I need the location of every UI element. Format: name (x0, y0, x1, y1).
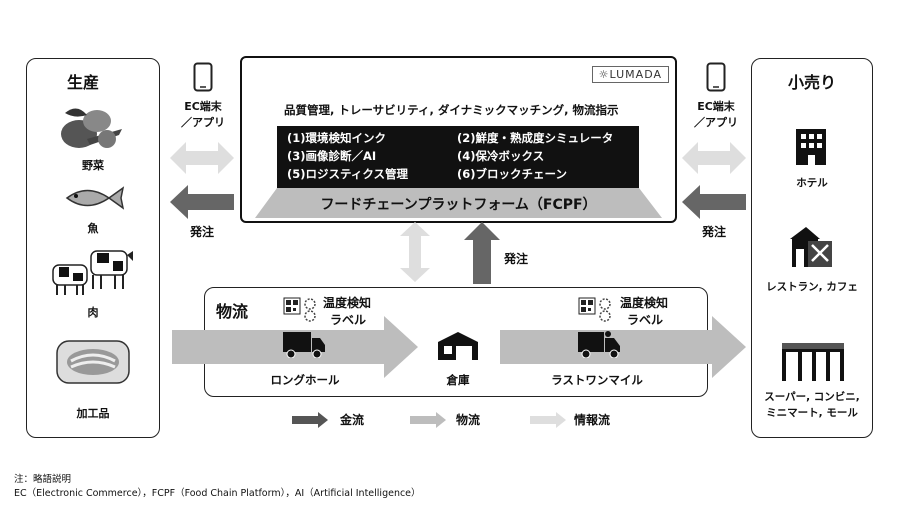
platform-box: ☼LUMADA 品質管理, トレーサビリティ, ダイナミックマッチング, 物流指… (240, 56, 677, 223)
money-flow-arrow-right (682, 184, 746, 220)
logistics-title: 物流 (216, 302, 249, 321)
platform-feature-panel: (1)環境検知インク (2)鮮度・熟成度シミュレータ (3)画像診断／AI (4… (277, 126, 639, 188)
platform-subtitle: 品質管理, トレーサビリティ, ダイナミックマッチング, 物流指示 (284, 103, 619, 117)
info-flow-arrow-left (170, 140, 234, 176)
ec-terminal-label-right-1: EC端末 (697, 100, 735, 113)
sensor-label-right-1: 温度検知 (620, 296, 669, 310)
fish-icon (63, 183, 125, 213)
feature-item: (4)保冷ボックス (457, 149, 545, 163)
sun-icon: ☼ (598, 68, 610, 81)
ec-terminal-label-right-2: ／アプリ (694, 116, 738, 129)
producer-title: 生産 (67, 73, 100, 92)
lumada-logo-text: LUMADA (609, 68, 662, 81)
legend-goods-arrow (410, 412, 446, 428)
goods-flow-arrow-right (500, 316, 746, 378)
producer-item-meat: 肉 (87, 306, 99, 319)
footnote-text: EC（Electronic Commerce），FCPF（Food Chain … (14, 488, 421, 499)
delivery-van-icon (578, 330, 622, 358)
qr-code-icon (578, 297, 614, 323)
producer-item-vegetable: 野菜 (82, 159, 104, 172)
legend-info-arrow (530, 412, 566, 428)
qr-code-icon (283, 297, 319, 323)
producer-item-processed: 加工品 (76, 407, 110, 420)
order-label-right: 発注 (701, 225, 726, 239)
lumada-logo: ☼LUMADA (591, 66, 669, 83)
info-flow-arrow-vertical (400, 222, 430, 282)
ec-terminal-label-left-1: EC端末 (184, 100, 222, 113)
platform-name-band (242, 188, 675, 218)
cow-icon (49, 243, 135, 298)
info-flow-arrow-right (682, 140, 746, 176)
retail-item-supermarket-1: スーパー, コンビニ, (764, 391, 860, 403)
warehouse-label: 倉庫 (446, 373, 470, 387)
feature-item: (1)環境検知インク (287, 131, 387, 145)
footnote-title: 注：略語説明 (14, 474, 72, 485)
packaged-food-icon (55, 337, 131, 387)
retail-item-supermarket-2: ミニマート, モール (766, 407, 858, 419)
retail-panel: 小売り ホテル レストラン, カフェ (751, 58, 873, 438)
legend-money-arrow (292, 412, 328, 428)
retail-item-restaurant: レストラン, カフェ (766, 281, 858, 293)
sensor-label-left-2: ラベル (330, 313, 367, 327)
hotel-icon (794, 127, 828, 165)
restaurant-icon (786, 225, 836, 269)
platform-name: フードチェーンプラットフォーム（FCPF） (320, 197, 597, 213)
vegetable-icon (57, 99, 127, 154)
legend-goods-label: 物流 (456, 413, 481, 427)
warehouse-icon (436, 330, 480, 362)
feature-item: (2)鮮度・熟成度シミュレータ (457, 131, 614, 145)
retail-title: 小売り (787, 73, 836, 92)
feature-item: (5)ロジスティクス管理 (287, 167, 408, 181)
sensor-label-right-2: ラベル (627, 313, 664, 327)
phone-icon (193, 62, 213, 92)
last-mile-label: ラストワンマイル (551, 373, 643, 387)
feature-item: (3)画像診断／AI (287, 149, 377, 163)
feature-item: (6)ブロックチェーン (457, 167, 567, 181)
truck-icon (283, 332, 325, 358)
money-flow-arrow-left (170, 184, 234, 220)
ec-terminal-label-left-2: ／アプリ (181, 116, 225, 129)
order-label-center: 発注 (504, 252, 529, 266)
phone-icon (706, 62, 726, 92)
long-haul-label: ロングホール (270, 373, 340, 387)
money-flow-arrow-up (464, 222, 500, 284)
order-label-left: 発注 (189, 225, 214, 239)
legend-money-label: 金流 (340, 413, 365, 427)
retail-item-hotel: ホテル (796, 177, 828, 189)
producer-panel: 生産 野菜 魚 肉 (26, 58, 160, 438)
sensor-label-left-1: 温度検知 (323, 296, 372, 310)
supermarket-icon (780, 341, 846, 381)
legend-info-label: 情報流 (574, 413, 611, 427)
legend: 金流 物流 情報流 (292, 410, 632, 430)
producer-item-fish: 魚 (87, 222, 99, 235)
